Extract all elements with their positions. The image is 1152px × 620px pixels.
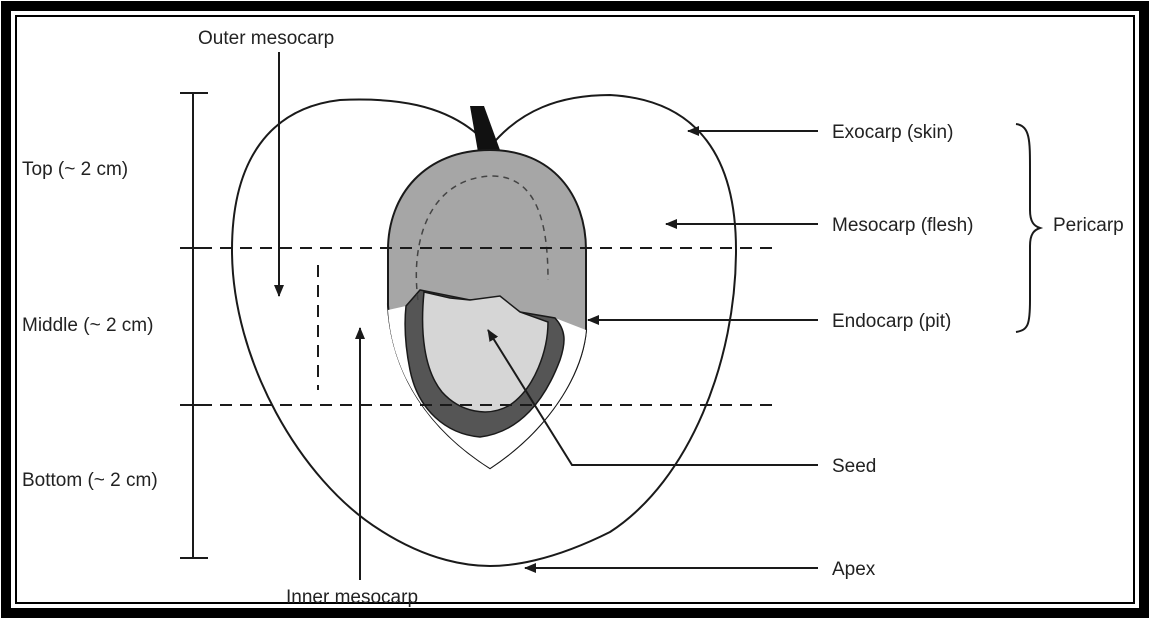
pericarp-brace <box>1016 124 1040 332</box>
label-seed: Seed <box>832 456 876 477</box>
label-apex: Apex <box>832 559 876 580</box>
label-bottom: Bottom (~ 2 cm) <box>22 470 158 491</box>
label-pericarp: Pericarp <box>1053 215 1124 236</box>
label-inner-mesocarp: Inner mesocarp <box>286 587 418 608</box>
dimension-bar <box>180 93 208 558</box>
label-exocarp: Exocarp (skin) <box>832 122 953 143</box>
label-middle: Middle (~ 2 cm) <box>22 315 153 336</box>
label-mesocarp: Mesocarp (flesh) <box>832 215 974 236</box>
label-top: Top (~ 2 cm) <box>22 159 128 180</box>
label-endocarp: Endocarp (pit) <box>832 311 951 332</box>
label-outer-mesocarp: Outer mesocarp <box>198 28 334 49</box>
